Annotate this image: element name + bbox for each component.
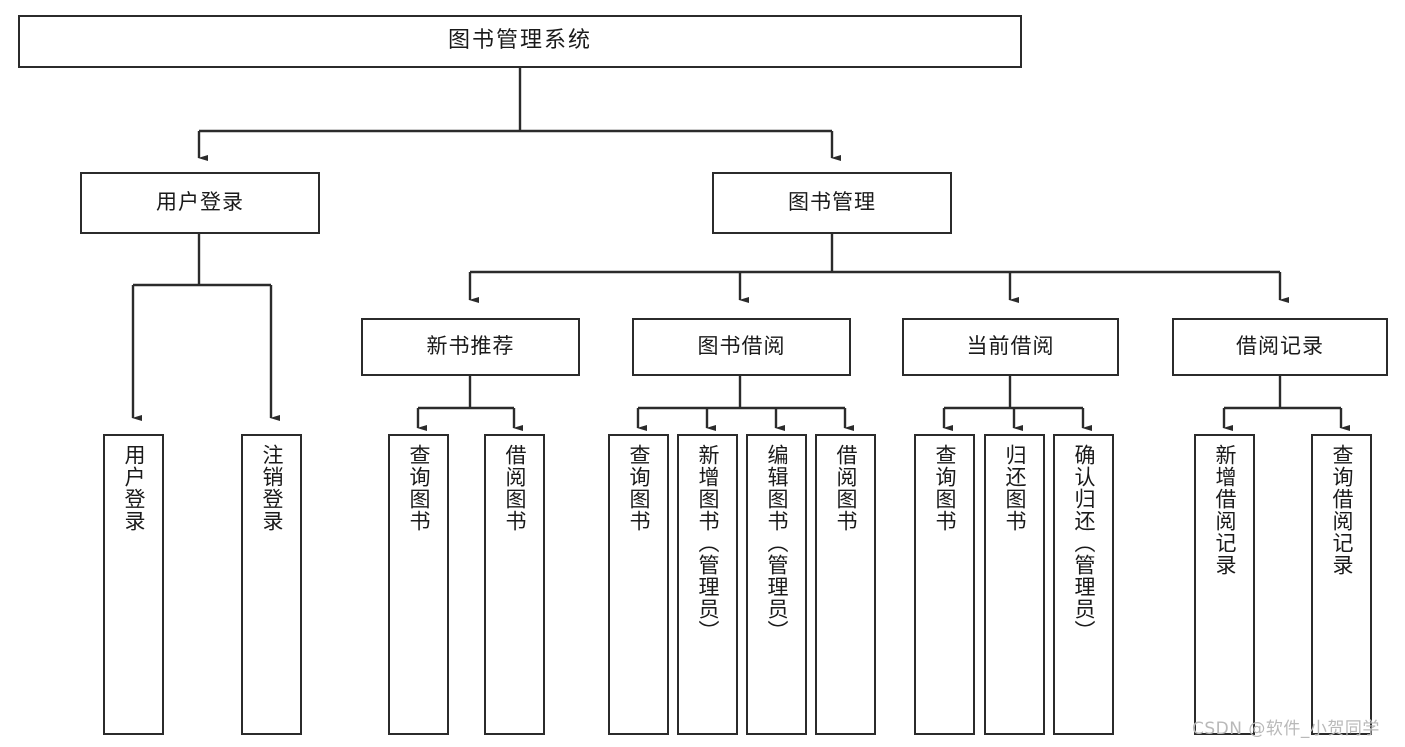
node-borrow-record[interactable]: 借阅记录 xyxy=(1172,318,1388,376)
node-user-login[interactable]: 用户登录 xyxy=(80,172,320,234)
leaf-borrow-record-1[interactable]: 查询借阅记录 xyxy=(1311,434,1372,735)
leaf-new-book-rec-0[interactable]: 查询图书 xyxy=(388,434,449,735)
leaf-book-borrow-3[interactable]: 借阅图书 xyxy=(815,434,876,735)
node-new-book-rec[interactable]: 新书推荐 xyxy=(361,318,580,376)
leaf-label: 借阅图书 xyxy=(502,444,527,532)
leaf-label: 新增图书（管理员） xyxy=(695,444,720,642)
leaf-current-borrow-2[interactable]: 确认归还（管理员） xyxy=(1053,434,1114,735)
leaf-label: 查询图书 xyxy=(626,444,651,532)
node-book-borrow-label: 图书借阅 xyxy=(697,334,786,359)
node-current-borrow-label: 当前借阅 xyxy=(966,334,1055,359)
node-root[interactable]: 图书管理系统 xyxy=(18,15,1022,68)
node-current-borrow[interactable]: 当前借阅 xyxy=(902,318,1119,376)
leaf-book-borrow-0[interactable]: 查询图书 xyxy=(608,434,669,735)
node-user-login-label: 用户登录 xyxy=(156,190,244,215)
leaf-label: 新增借阅记录 xyxy=(1212,444,1237,576)
leaf-user-login-0[interactable]: 用户登录 xyxy=(103,434,164,735)
leaf-label: 注销登录 xyxy=(259,444,284,532)
node-book-borrow[interactable]: 图书借阅 xyxy=(632,318,851,376)
node-root-label: 图书管理系统 xyxy=(447,28,592,54)
leaf-label: 编辑图书（管理员） xyxy=(764,444,789,642)
leaf-label: 归还图书 xyxy=(1002,444,1027,532)
leaf-label: 查询借阅记录 xyxy=(1329,444,1354,576)
leaf-label: 查询图书 xyxy=(406,444,431,532)
leaf-user-login-1[interactable]: 注销登录 xyxy=(241,434,302,735)
leaf-label: 查询图书 xyxy=(932,444,957,532)
leaf-label: 用户登录 xyxy=(121,444,146,532)
node-book-manage-label: 图书管理 xyxy=(788,190,876,215)
leaf-current-borrow-1[interactable]: 归还图书 xyxy=(984,434,1045,735)
leaf-borrow-record-0[interactable]: 新增借阅记录 xyxy=(1194,434,1255,735)
leaf-label: 确认归还（管理员） xyxy=(1071,444,1096,642)
node-borrow-record-label: 借阅记录 xyxy=(1236,334,1324,359)
leaf-book-borrow-2[interactable]: 编辑图书（管理员） xyxy=(746,434,807,735)
node-new-book-rec-label: 新书推荐 xyxy=(426,334,515,359)
leaf-current-borrow-0[interactable]: 查询图书 xyxy=(914,434,975,735)
leaf-book-borrow-1[interactable]: 新增图书（管理员） xyxy=(677,434,738,735)
node-book-manage[interactable]: 图书管理 xyxy=(712,172,952,234)
csdn-watermark: CSDN @软件_小贺同学 xyxy=(1192,719,1380,739)
leaf-label: 借阅图书 xyxy=(833,444,858,532)
leaf-new-book-rec-1[interactable]: 借阅图书 xyxy=(484,434,545,735)
